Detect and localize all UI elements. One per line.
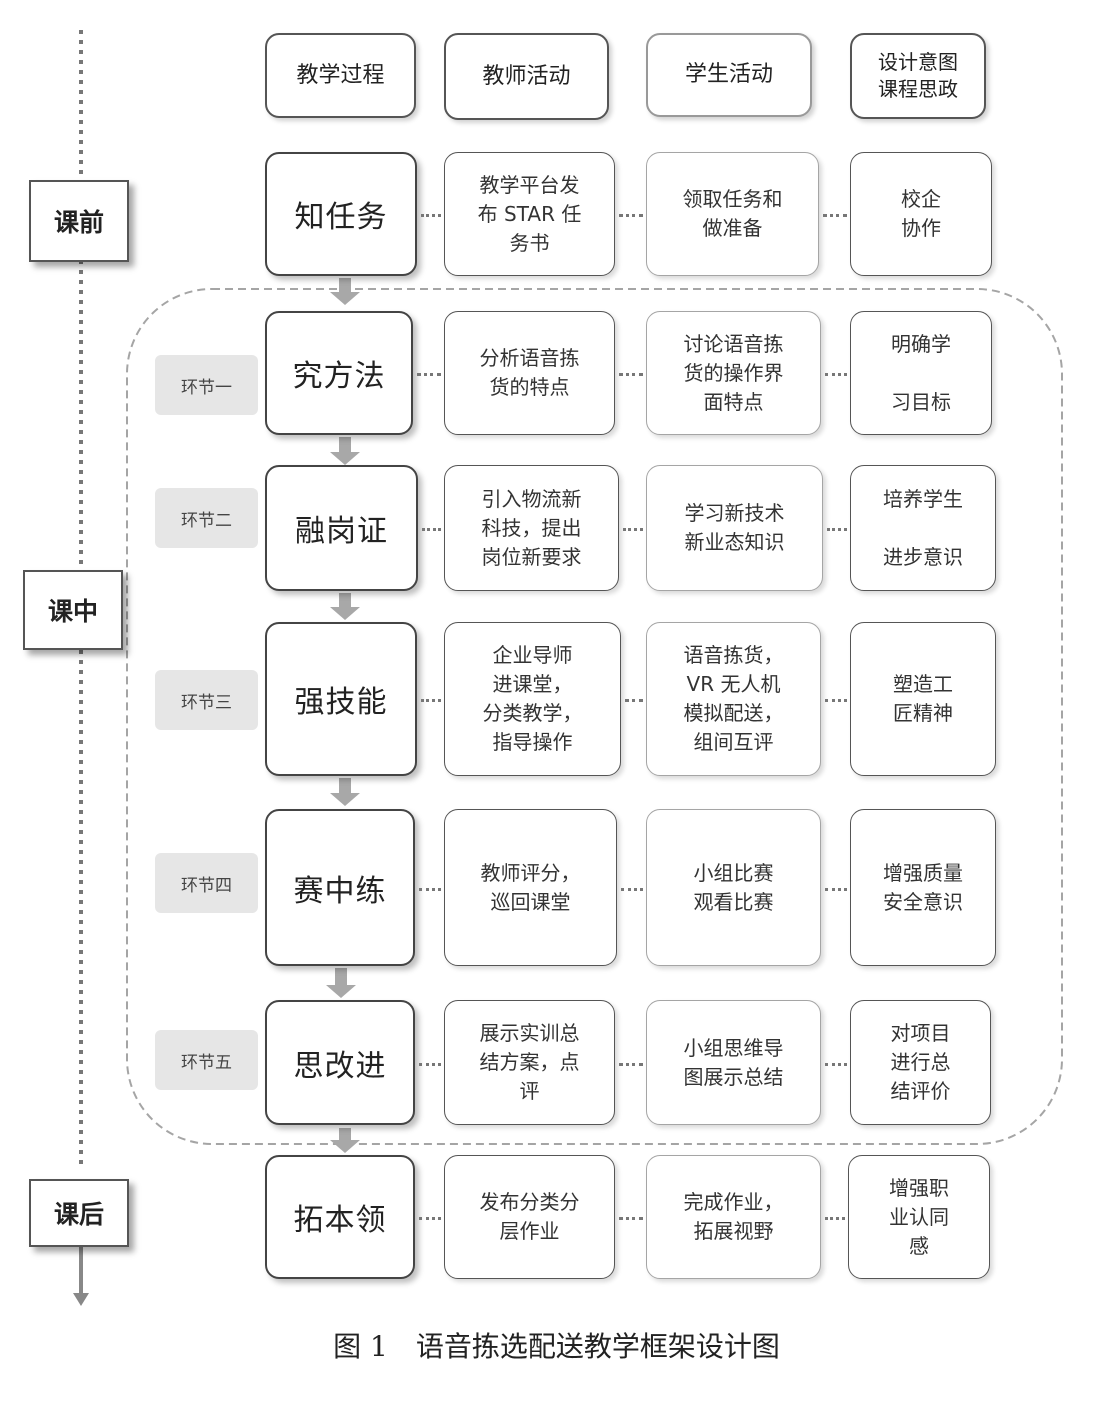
design-intent-box: 校企 协作 xyxy=(850,152,992,276)
design-intent-box: 增强质量 安全意识 xyxy=(850,809,996,966)
student-activity-box: 学习新技术 新业态知识 xyxy=(646,465,823,591)
teacher-activity-box: 企业导师 进课堂， 分类教学， 指导操作 xyxy=(444,622,621,776)
down-arrow-2 xyxy=(330,437,360,465)
process-step-box: 赛中练 xyxy=(265,809,415,966)
down-arrow-6 xyxy=(330,1128,360,1153)
stage-label: 环节一 xyxy=(155,355,258,415)
stage-label: 环节二 xyxy=(155,488,258,548)
down-arrow-5 xyxy=(326,968,356,998)
process-step-box: 强技能 xyxy=(265,622,417,776)
header-student-activity: 学生活动 xyxy=(646,33,812,117)
connector-dots xyxy=(625,699,643,702)
teacher-activity-box: 分析语音拣 货的特点 xyxy=(444,311,615,435)
student-activity-box: 讨论语音拣 货的操作界 面特点 xyxy=(646,311,821,435)
connector-dots xyxy=(421,214,441,217)
phase-before-class: 课前 xyxy=(29,180,129,262)
student-activity-box: 语音拣货， VR 无人机 模拟配送， 组间互评 xyxy=(646,622,821,776)
stage-label: 环节四 xyxy=(155,853,258,913)
teacher-activity-box: 教师评分， 巡回课堂 xyxy=(444,809,617,966)
header-teacher-activity: 教师活动 xyxy=(444,33,609,120)
figure-caption: 图 1 语音拣选配送教学框架设计图 xyxy=(333,1330,780,1363)
process-step-box: 拓本领 xyxy=(265,1155,415,1279)
process-step-box: 知任务 xyxy=(265,152,417,276)
stage-label: 环节三 xyxy=(155,670,258,730)
connector-dots xyxy=(825,373,847,376)
student-activity-box: 小组比赛 观看比赛 xyxy=(646,809,821,966)
student-activity-box: 完成作业， 拓展视野 xyxy=(646,1155,821,1279)
phase-in-class: 课中 xyxy=(23,570,123,650)
connector-dots xyxy=(417,373,441,376)
connector-dots xyxy=(621,888,643,891)
connector-dots xyxy=(619,214,643,217)
header-process: 教学过程 xyxy=(265,33,416,118)
timeline-arrow-head xyxy=(73,1293,89,1306)
stage-label: 环节五 xyxy=(155,1030,258,1090)
connector-dots xyxy=(823,214,847,217)
teacher-activity-box: 教学平台发 布 STAR 任 务书 xyxy=(444,152,615,276)
connector-dots xyxy=(825,1063,847,1066)
in-class-dashed-frame xyxy=(126,288,1063,1145)
connector-dots xyxy=(619,1217,643,1220)
connector-dots xyxy=(419,1063,441,1066)
connector-dots xyxy=(419,888,441,891)
design-intent-box: 明确学 习目标 xyxy=(850,311,992,435)
teacher-activity-box: 发布分类分 层作业 xyxy=(444,1155,615,1279)
down-arrow-1 xyxy=(330,278,360,305)
connector-dots xyxy=(419,1217,441,1220)
connector-dots xyxy=(619,373,643,376)
student-activity-box: 领取任务和 做准备 xyxy=(646,152,819,276)
connector-dots xyxy=(623,528,643,531)
connector-dots xyxy=(825,888,847,891)
process-step-box: 思改进 xyxy=(265,1000,415,1125)
connector-dots xyxy=(827,528,847,531)
connector-dots xyxy=(619,1063,643,1066)
student-activity-box: 小组思维导 图展示总结 xyxy=(646,1000,821,1125)
design-intent-box: 塑造工 匠精神 xyxy=(850,622,996,776)
process-step-box: 究方法 xyxy=(265,311,413,435)
down-arrow-3 xyxy=(330,593,360,620)
design-intent-box: 对项目 进行总 结评价 xyxy=(850,1000,991,1125)
header-design-intent: 设计意图 课程思政 xyxy=(850,33,986,119)
process-step-box: 融岗证 xyxy=(265,465,418,591)
down-arrow-4 xyxy=(330,778,360,806)
teacher-activity-box: 引入物流新 科技，提出 岗位新要求 xyxy=(444,465,619,591)
phase-after-class: 课后 xyxy=(29,1179,129,1247)
connector-dots xyxy=(422,528,441,531)
design-intent-box: 增强职 业认同 感 xyxy=(848,1155,990,1279)
connector-dots xyxy=(825,1217,845,1220)
design-intent-box: 培养学生 进步意识 xyxy=(850,465,996,591)
teacher-activity-box: 展示实训总 结方案，点 评 xyxy=(444,1000,615,1125)
connector-dots xyxy=(825,699,847,702)
connector-dots xyxy=(421,699,441,702)
